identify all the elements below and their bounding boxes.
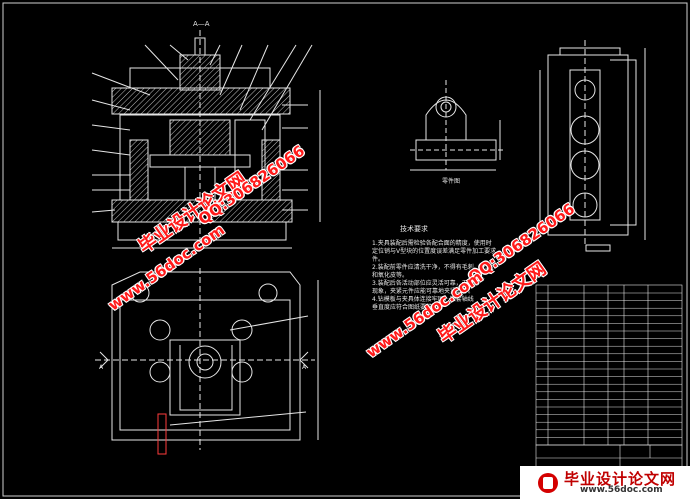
dim-label-right: A bbox=[302, 364, 307, 371]
notes-line: 1.夹具装配后需检验各配合面的精度，使用时 bbox=[372, 240, 492, 247]
notes-line: 3.装配后各活动部位应灵活可靠，无卡滞 bbox=[372, 280, 480, 287]
parts-label: 零件图 bbox=[442, 178, 461, 185]
notes-line: 现象，夹紧元件应能可靠地夹紧工件。 bbox=[372, 288, 475, 295]
brand-icon bbox=[538, 473, 558, 493]
notes-line: 垂直度应符合图纸要求。 bbox=[372, 304, 439, 311]
brand-name: 毕业设计论文网 bbox=[564, 470, 677, 488]
section-label: A—A bbox=[193, 20, 210, 28]
side-view bbox=[539, 40, 646, 252]
notes-line: 定位销与V型块的位置度误差满足零件加工要求 bbox=[372, 248, 497, 255]
plan-view bbox=[95, 268, 319, 455]
section-view-a-a bbox=[91, 30, 321, 249]
bom-rows bbox=[536, 292, 682, 438]
notes-title: 技术要求 bbox=[400, 225, 428, 233]
notes-line: 2.装配前零件应清洗干净，不得有毛刺、飞边 bbox=[372, 264, 492, 271]
brand-url: www.56doc.com bbox=[580, 485, 663, 495]
brand-logo: 毕业设计论文网 www.56doc.com bbox=[520, 466, 690, 499]
notes-line: 和氧化皮等。 bbox=[372, 272, 409, 279]
notes-line: 件。 bbox=[372, 256, 385, 263]
notes-line: 4.钻模板与夹具体连接牢固，钻套轴线 bbox=[372, 296, 474, 303]
dim-label-left: A bbox=[99, 364, 104, 371]
part-drawing bbox=[410, 80, 505, 171]
